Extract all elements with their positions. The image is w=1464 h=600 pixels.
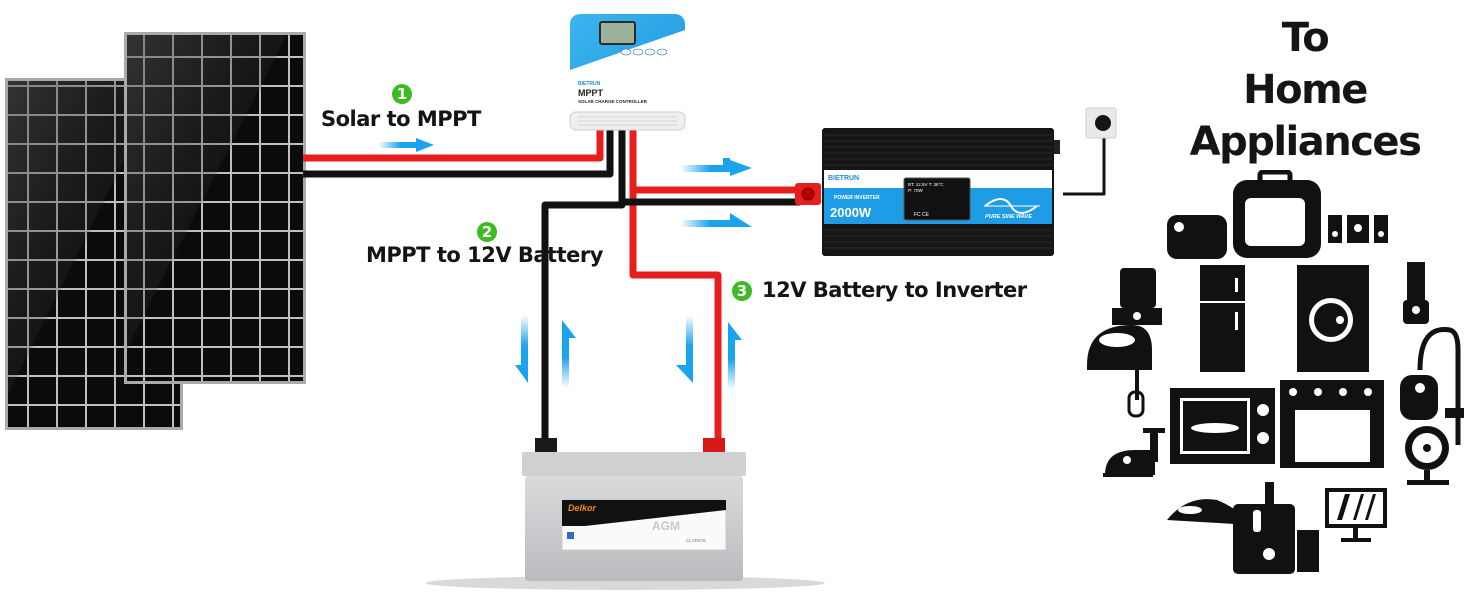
stove-oven-icon	[1280, 380, 1384, 468]
inverter-waveform-label: PURE SINE WAVE	[985, 214, 1032, 220]
arrow-right-inverter-bottom	[680, 213, 752, 227]
inverter-brand: BIETRUN	[828, 175, 860, 182]
wall-outlet	[1085, 107, 1117, 139]
battery-type: AGM	[652, 519, 680, 533]
juicer-icon	[1233, 482, 1319, 574]
washing-machine-icon	[1297, 265, 1369, 372]
controller-model: MPPT	[578, 88, 604, 98]
iron-icon	[1167, 499, 1252, 525]
refrigerator-icon	[1200, 265, 1245, 372]
arrow-right-solar	[378, 138, 434, 152]
rice-cooker-icon	[1112, 268, 1162, 325]
flow-arrows	[378, 138, 752, 390]
sewing-machine-icon	[1167, 215, 1227, 259]
fan-icon	[1405, 426, 1449, 485]
arrow-down-left	[515, 315, 528, 383]
step-3-label: 12V Battery to Inverter	[762, 278, 1027, 302]
arrow-down-right	[676, 315, 693, 383]
battery	[425, 438, 825, 590]
blender-icon	[1403, 262, 1429, 324]
battery-maker: CLARIOS	[686, 538, 706, 543]
controller-subtitle: SOLAR CHARGE CONTROLLER	[578, 99, 647, 104]
battery-brand: Delkor	[568, 503, 597, 513]
inverter-terminal	[795, 183, 821, 205]
inverter-type: POWER INVERTER	[834, 195, 880, 201]
monitor-icon	[1325, 488, 1387, 542]
appliances-cluster	[1087, 170, 1464, 574]
arrow-right-inverter-top	[680, 158, 752, 176]
meat-grinder-icon	[1103, 428, 1165, 477]
step-1-badge: 1	[392, 84, 412, 104]
inverter-certifications: FC CE	[914, 212, 929, 218]
cables	[303, 126, 1106, 450]
controller-lcd	[599, 21, 636, 45]
step-1-label: Solar to MPPT	[321, 107, 481, 131]
microwave-icon	[1170, 388, 1275, 464]
inverter-display-input: BT: 12.5V T: 36°C P: 70W	[908, 182, 944, 193]
controller-label: BIETRUN MPPT SOLAR CHARGE CONTROLLER	[578, 82, 647, 105]
toaster-icon	[1233, 170, 1321, 258]
inverter-lcd	[903, 177, 971, 221]
arrow-up-left	[562, 320, 576, 388]
solar-panel-front	[124, 32, 306, 384]
controller-brand: BIETRUN	[578, 81, 601, 87]
power-inverter	[822, 128, 1060, 256]
mppt-controller	[569, 14, 686, 131]
step-2-label: MPPT to 12V Battery	[366, 243, 603, 267]
home-appliances-heading: To Home Appliances	[1189, 15, 1422, 165]
arrow-up-right	[728, 322, 742, 390]
controller-buttons	[620, 48, 668, 56]
stereo-icon	[1328, 215, 1388, 243]
vacuum-cleaner-icon	[1400, 327, 1464, 445]
step-2-badge: 2	[477, 222, 497, 242]
step-3-badge: 3	[732, 281, 752, 301]
inverter-power: 2000W	[830, 205, 872, 220]
hand-mixer-icon	[1087, 325, 1152, 418]
